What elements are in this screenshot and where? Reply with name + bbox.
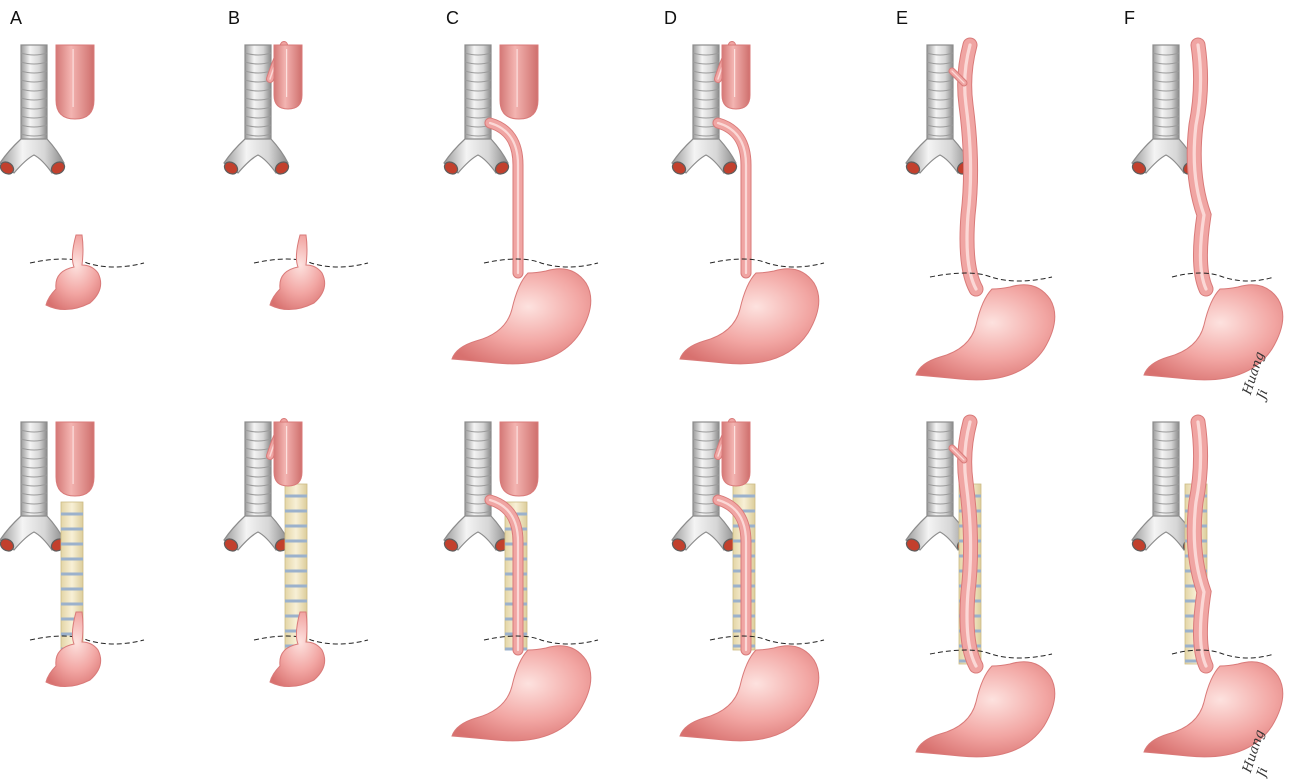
- upper-esophageal-pouch: [274, 45, 302, 109]
- panel-label-e: E: [896, 8, 908, 29]
- panel-a-row-2: [0, 422, 144, 687]
- diaphragm-line: [484, 259, 598, 267]
- panel-label-d: D: [664, 8, 677, 29]
- diaphragm-line: [930, 650, 1052, 658]
- panel-label-a: A: [10, 8, 22, 29]
- panel-f-row-1: [1130, 45, 1283, 380]
- trachea: [21, 422, 47, 522]
- stomach: [916, 662, 1055, 757]
- panel-a-row-1: [0, 45, 144, 310]
- trachea: [927, 422, 953, 522]
- panel-b-row-1: [222, 45, 368, 310]
- panel-f-row-2: [1130, 422, 1283, 757]
- panel-c-row-2: [442, 422, 598, 741]
- upper-esophageal-pouch: [500, 45, 538, 119]
- diaphragm-line: [710, 636, 824, 644]
- panel-d-row-2: [670, 422, 824, 741]
- upper-esophageal-pouch: [56, 45, 94, 119]
- trachea: [693, 45, 719, 145]
- upper-esophageal-pouch: [722, 422, 750, 486]
- upper-esophageal-pouch: [56, 422, 94, 496]
- stomach: [680, 269, 819, 364]
- small-stomach: [46, 612, 101, 687]
- stomach: [452, 646, 591, 741]
- trachea: [1153, 45, 1179, 145]
- trachea: [245, 45, 271, 145]
- upper-esophageal-pouch: [274, 422, 302, 486]
- trachea: [693, 422, 719, 522]
- panel-e-row-2: [904, 422, 1055, 757]
- small-stomach: [46, 235, 101, 310]
- stomach: [452, 269, 591, 364]
- upper-esophageal-pouch: [500, 422, 538, 496]
- panel-label-b: B: [228, 8, 240, 29]
- trachea: [245, 422, 271, 522]
- trachea: [927, 45, 953, 145]
- upper-esophageal-pouch: [722, 45, 750, 109]
- stomach: [916, 285, 1055, 380]
- small-stomach: [270, 235, 325, 310]
- diaphragm-line: [710, 259, 824, 267]
- diaphragm-line: [1172, 273, 1274, 281]
- panel-e-row-1: [904, 45, 1055, 380]
- diaphragm-line: [484, 636, 598, 644]
- panel-b-row-2: [222, 422, 368, 687]
- stomach: [680, 646, 819, 741]
- trachea: [1153, 422, 1179, 522]
- diaphragm-line: [930, 273, 1052, 281]
- panel-d-row-1: [670, 45, 824, 364]
- panel-label-c: C: [446, 8, 459, 29]
- trachea: [465, 422, 491, 522]
- small-stomach: [270, 612, 325, 687]
- trachea: [21, 45, 47, 145]
- trachea: [465, 45, 491, 145]
- panel-c-row-1: [442, 45, 598, 364]
- panel-label-f: F: [1124, 8, 1135, 29]
